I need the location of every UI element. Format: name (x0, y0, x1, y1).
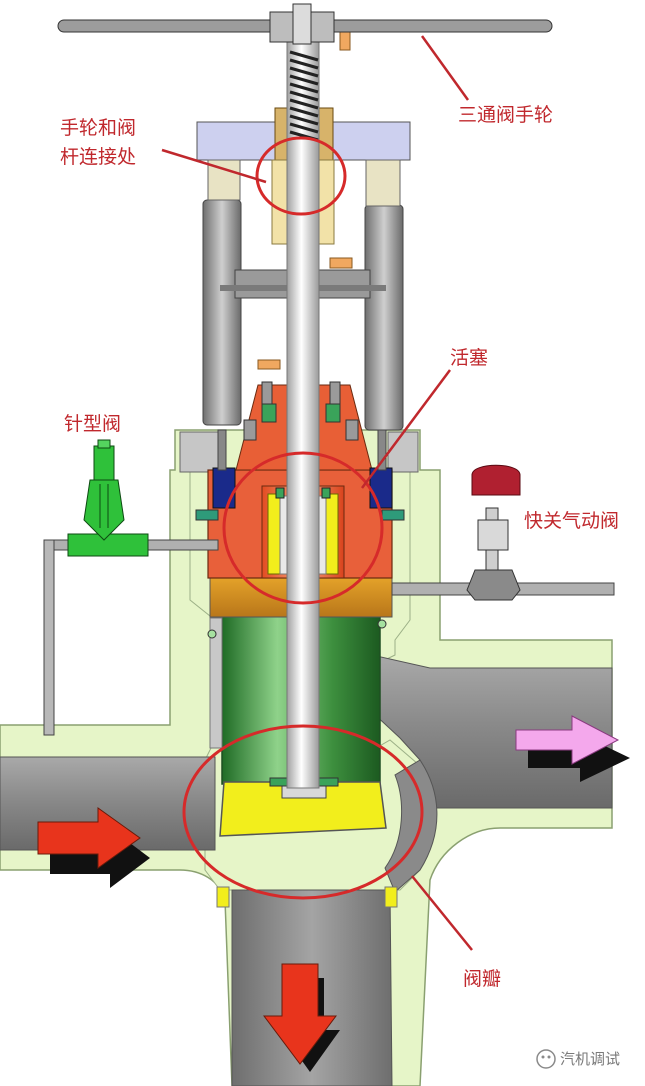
bonnet-left-block (179, 431, 221, 473)
label-joint-line2: 杆连接处 (60, 146, 136, 168)
port-left (195, 509, 219, 521)
flow-down-arrow-icon (263, 963, 340, 1072)
bolt-icon (207, 629, 217, 639)
column-bolt-left (217, 429, 227, 471)
bonnet-right-block (387, 431, 419, 473)
label-valve-disc: 阀瓣 (463, 968, 501, 990)
needle-valve (43, 439, 219, 736)
wechat-icon (536, 1049, 556, 1069)
stem-thread (289, 50, 319, 142)
flow-out-arrow-icon (515, 715, 630, 782)
valve-stem (286, 27, 320, 789)
port-right (381, 509, 405, 521)
bolt-icon (377, 619, 387, 629)
label-joint-line1: 手轮和阀 (60, 117, 136, 139)
highlight-joint-circle (255, 136, 347, 216)
piston-ring-right (325, 493, 339, 575)
label-piston: 活塞 (450, 347, 488, 369)
seat-ring-right (384, 886, 398, 908)
label-needle-valve: 针型阀 (64, 413, 121, 435)
watermark-text: 汽机调试 (560, 1050, 620, 1068)
label-handwheel: 三通阀手轮 (458, 104, 553, 126)
piston-seal (321, 487, 331, 499)
yoke-legs (207, 159, 401, 207)
flow-in-arrow-icon (37, 807, 150, 888)
column-bolt-right (377, 429, 387, 471)
watermark: 汽机调试 (536, 1049, 620, 1069)
piston-seal (275, 487, 285, 499)
seat-ring-left (216, 886, 230, 908)
piston-ring-left (267, 493, 281, 575)
handwheel-spindle (292, 3, 312, 45)
yoke-column-right (364, 204, 404, 431)
leader-lines (161, 35, 473, 951)
cage-side-left (209, 617, 223, 749)
label-quick-valve: 快关气动阀 (524, 510, 619, 532)
highlight-piston-circle (222, 451, 384, 605)
gland-bolts (243, 381, 359, 441)
yoke-column-left (202, 199, 242, 426)
highlight-disc-circle (182, 724, 424, 900)
seal-pack-left (212, 467, 236, 509)
quick-close-valve (391, 464, 615, 601)
